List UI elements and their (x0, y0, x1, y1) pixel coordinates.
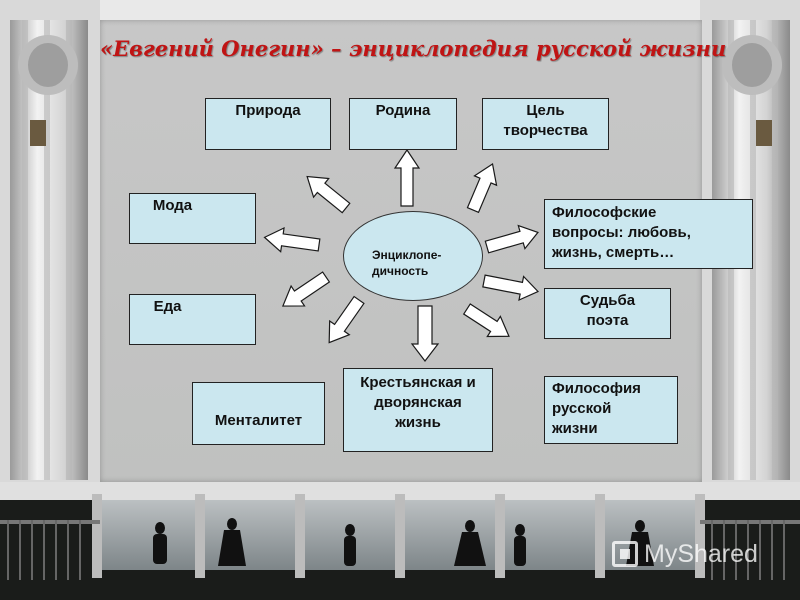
node-eda-label: Еда (153, 298, 182, 315)
node-krest-line-2: дворянская (374, 394, 462, 411)
center-label-line-1: Энциклопе- (372, 248, 442, 262)
node-tsel-line-1: Цель (526, 102, 565, 119)
node-filos-rus-line-2: русской (552, 400, 612, 417)
arrow-to-krestyanskaya (410, 305, 440, 362)
node-mentalitet-label: Менталитет (214, 412, 303, 429)
node-sudba-line-1: Судьба (579, 292, 636, 309)
node-filos-vopr-line-1: Философские (552, 204, 657, 221)
node-priroda: Природа (205, 98, 331, 150)
node-rodina: Родина (349, 98, 457, 150)
watermark: MyShared (612, 534, 758, 574)
node-eda: Еда (129, 294, 256, 345)
node-filos-rus-line-3: жизни (552, 420, 598, 437)
node-filos-rus-line-1: Философия (552, 380, 641, 397)
arrow-to-filosofskie-voprosy (484, 224, 539, 254)
arrow-to-filosofiya-russkoy (462, 303, 510, 338)
node-krest-line-3: жизнь (395, 414, 441, 431)
node-rodina-label: Родина (375, 102, 431, 119)
arrow-to-sudba (482, 274, 540, 302)
center-label-line-2: дичность (372, 264, 429, 278)
node-sudba-line-2: поэта (586, 312, 629, 329)
arrow-to-tsel (466, 162, 498, 214)
arrow-to-eda (281, 271, 331, 307)
node-filos-vopr-line-3: жизнь, смерть… (552, 244, 675, 261)
node-moda: Мода (129, 193, 256, 244)
node-filos-vopr-line-2: вопросы: любовь, (552, 224, 691, 241)
center-node-enciklopedichnost: Энциклопе- дичность (343, 211, 483, 301)
node-sudba-poeta: Судьба поэта (544, 288, 671, 339)
node-filosofskie-voprosy: Философские вопросы: любовь, жизнь, смер… (544, 199, 753, 269)
myshared-logo-icon (612, 541, 638, 567)
node-moda-label: Мода (152, 197, 193, 214)
node-krestyanskaya-zhizn: Крестьянская и дворянская жизнь (343, 368, 493, 452)
center-label: Энциклопе- дичность (372, 247, 462, 279)
node-tsel-line-2: творчества (503, 122, 588, 139)
arrow-to-mentalitet (328, 295, 365, 344)
slide-title: «Евгений Онегин» – энциклопедия русской … (100, 36, 727, 61)
node-priroda-label: Природа (235, 102, 301, 119)
arrow-to-priroda (306, 175, 351, 214)
watermark-text: MyShared (644, 539, 758, 568)
node-mentalitet: Менталитет (192, 382, 325, 445)
node-filosofiya-russkoy-zhizni: Философия русской жизни (544, 376, 678, 444)
arrow-to-rodina (393, 148, 421, 207)
node-tsel-tvorchestva: Цель творчества (482, 98, 609, 150)
node-krest-line-1: Крестьянская и (360, 374, 476, 391)
arrow-to-moda (263, 226, 321, 253)
